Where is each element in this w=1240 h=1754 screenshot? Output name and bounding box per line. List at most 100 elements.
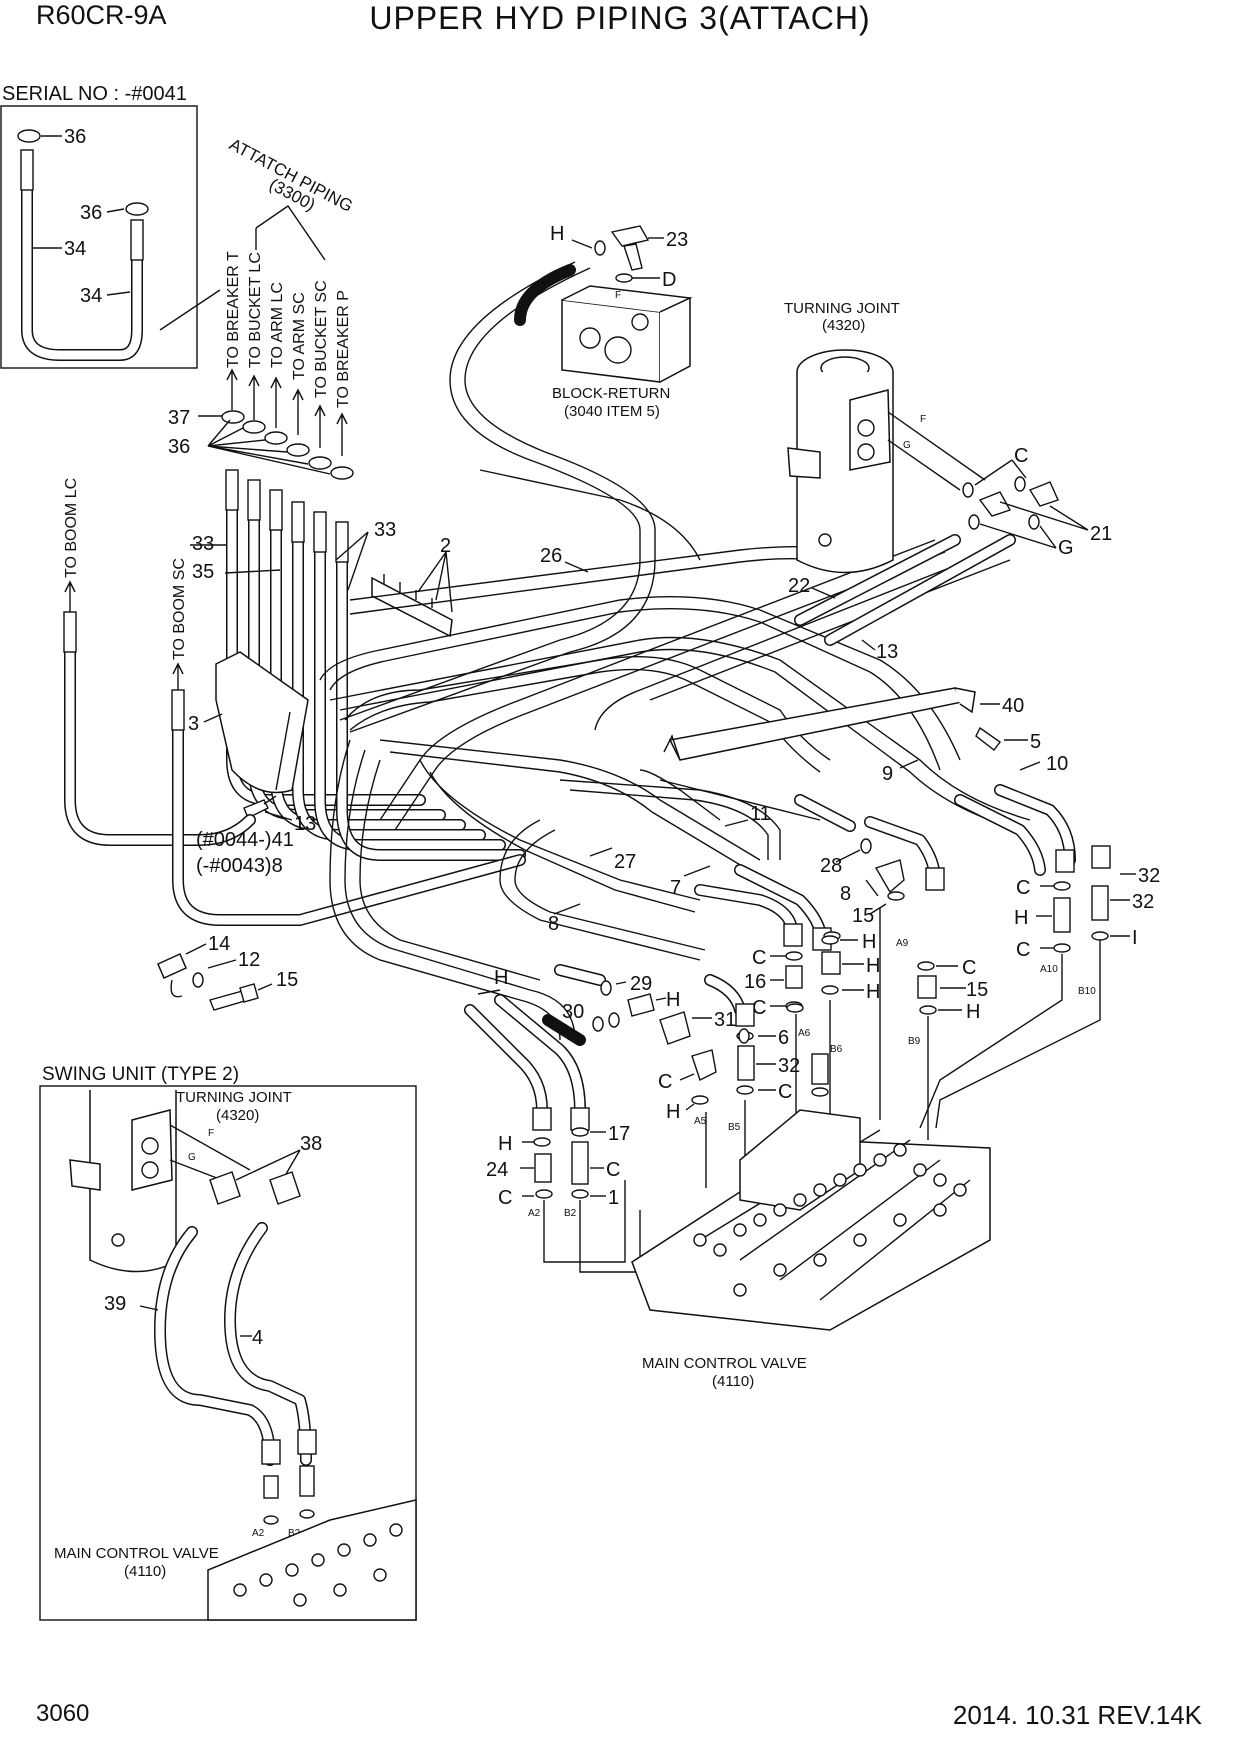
- hoses-11-28: 11 28 8 15 H H: [724, 794, 988, 1023]
- clamp-2: 2: [371, 535, 453, 638]
- swing-unit-inset: SWING UNIT (TYPE 2) TURNING JOINT (4320)…: [39, 1064, 417, 1621]
- cap-36: [17, 129, 41, 143]
- callout: 15: [276, 969, 298, 991]
- callout: H: [866, 955, 880, 977]
- callout: 3: [188, 713, 199, 735]
- callout: H: [666, 989, 680, 1011]
- callout: 29: [630, 973, 652, 995]
- port-b10: B10: [1078, 986, 1096, 997]
- callout: I: [1132, 927, 1138, 949]
- dest-boom-lc: TO BOOM LC: [63, 478, 80, 578]
- callout: 40: [1002, 695, 1024, 717]
- callout: H: [966, 1001, 980, 1023]
- pipe-runs: [319, 261, 1031, 1041]
- turning-joint-ref: (4320): [822, 317, 865, 334]
- callout: 8: [840, 883, 851, 905]
- small-parts: 14 12 15: [157, 933, 298, 1011]
- hoses-a2-b2: H 17 24 C C 1: [464, 994, 630, 1209]
- swing-port-a2: A2: [252, 1528, 265, 1539]
- page-number: 3060: [36, 1700, 90, 1727]
- callout: C: [962, 957, 976, 979]
- callout: 36: [168, 436, 190, 458]
- serial-inset-label: SERIAL NO : -#0041: [2, 83, 187, 105]
- swing-port-f: F: [208, 1128, 214, 1139]
- port-a5: A5: [694, 1116, 707, 1127]
- hose-6-group: H 29 H 30 31 C H: [477, 964, 829, 1123]
- callout: 36: [64, 126, 86, 148]
- swing-valve-label: MAIN CONTROL VALVE: [54, 1545, 219, 1562]
- callout: 33: [374, 519, 396, 541]
- callout: 34: [64, 238, 86, 260]
- destination-labels: TO BREAKER T TO BUCKET LC TO ARM LC TO A…: [63, 251, 352, 692]
- callout: H: [550, 223, 564, 245]
- callout: H: [498, 1133, 512, 1155]
- serial-inset: SERIAL NO : -#0041 36 36 34 34: [0, 83, 221, 369]
- dest-bucket-lc: TO BUCKET LC: [247, 252, 264, 368]
- callout: 32: [1138, 865, 1160, 887]
- callout: 32: [1132, 891, 1154, 913]
- swing-valve-ref: (4110): [124, 1563, 166, 1580]
- callout: 16: [744, 971, 766, 993]
- serial-note-41: (#0044-)41: [196, 829, 294, 851]
- port-leaders: [543, 908, 1101, 1273]
- dest-breaker-p: TO BREAKER P: [335, 290, 352, 408]
- callout: 30: [562, 1001, 584, 1023]
- callout: H: [494, 967, 508, 989]
- callout: C: [1014, 445, 1028, 467]
- cap-36b: [125, 202, 149, 216]
- callout: 21: [1090, 523, 1112, 545]
- port-b6: B6: [830, 1044, 843, 1055]
- port-a10: A10: [1040, 964, 1058, 975]
- swing-turning-joint-ref: (4320): [216, 1107, 259, 1124]
- callout: 14: [208, 933, 230, 955]
- dest-arm-lc: TO ARM LC: [269, 282, 286, 368]
- dest-arm-sc: TO ARM SC: [291, 292, 308, 380]
- callout: 17: [608, 1123, 630, 1145]
- callout: H: [866, 981, 880, 1003]
- callout: 39: [104, 1293, 126, 1315]
- callout: 26: [540, 545, 562, 567]
- callout: 12: [238, 949, 260, 971]
- port-letter: G: [903, 440, 911, 451]
- callout: H: [666, 1101, 680, 1123]
- callout: C: [606, 1159, 620, 1181]
- callout: C: [658, 1071, 672, 1093]
- callout: 10: [1046, 753, 1068, 775]
- callout: 23: [666, 229, 688, 251]
- callout: 13: [294, 813, 316, 835]
- swing-turning-joint-label: TURNING JOINT: [176, 1089, 292, 1106]
- callout: 13: [876, 641, 898, 663]
- port-letter: F: [920, 414, 926, 425]
- main-control-valve: MAIN CONTROL VALVE (4110): [631, 1109, 991, 1390]
- callout: 27: [614, 851, 636, 873]
- callout: 28: [820, 855, 842, 877]
- callout: 37: [168, 407, 190, 429]
- main-valve-ref: (4110): [712, 1373, 754, 1390]
- callout: H: [1014, 907, 1028, 929]
- callout: 24: [486, 1159, 508, 1181]
- callout: 15: [966, 979, 988, 1001]
- bracket-22: 40 5: [663, 687, 1041, 761]
- block-return-label: BLOCK-RETURN: [552, 385, 670, 402]
- dest-boom-sc: TO BOOM SC: [171, 558, 188, 660]
- callout: 6: [778, 1027, 789, 1049]
- block-return-ref: (3040 ITEM 5): [564, 403, 660, 420]
- model-number: R60CR-9A: [36, 0, 167, 30]
- callout: G: [1058, 537, 1074, 559]
- turning-joint-label: TURNING JOINT: [784, 300, 900, 317]
- callout: 22: [788, 575, 810, 597]
- block-return: F BLOCK-RETURN (3040 ITEM 5) 23 D H: [514, 223, 693, 420]
- arrow-icon: [64, 368, 348, 692]
- revision-date: 2014. 10.31 REV.14K: [952, 1700, 1202, 1730]
- callout: C: [752, 947, 766, 969]
- boom-hoses: [63, 611, 526, 926]
- bolt-13: 13: [243, 795, 316, 835]
- callout: C: [498, 1187, 512, 1209]
- dest-bucket-sc: TO BUCKET SC: [313, 280, 330, 398]
- callout: 5: [1030, 731, 1041, 753]
- callout: 8: [548, 913, 559, 935]
- callout: C: [1016, 877, 1030, 899]
- callout: 4: [252, 1327, 263, 1349]
